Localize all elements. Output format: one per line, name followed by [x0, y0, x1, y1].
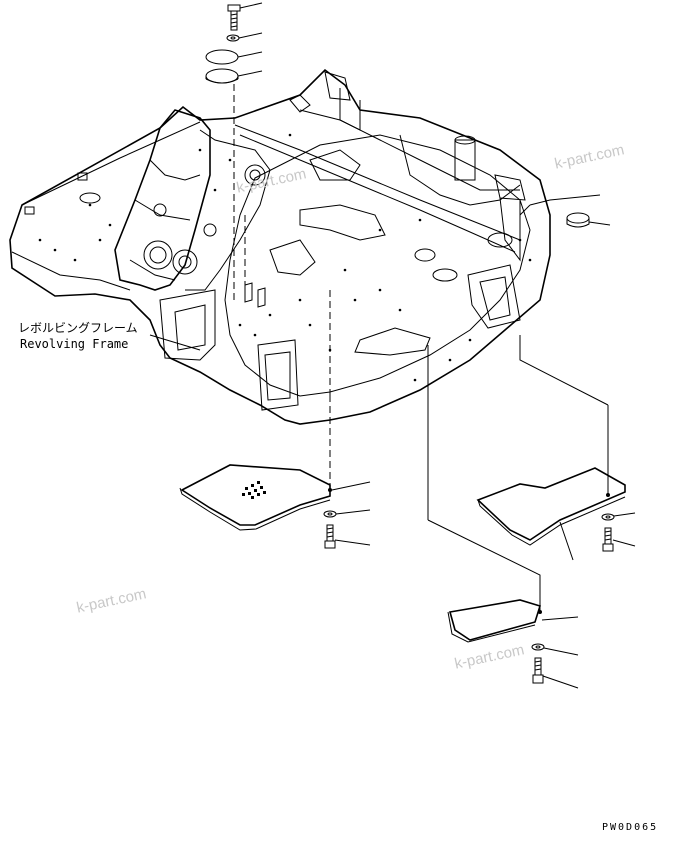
under-cover-right — [476, 335, 636, 561]
frame-label-japanese: レボルビングフレーム — [18, 321, 138, 335]
frame-label-english: Revolving Frame — [20, 337, 129, 351]
top-cover-assembly — [205, 2, 263, 300]
drawing-code: PW0D065 — [602, 822, 659, 833]
under-cover-center — [427, 345, 579, 689]
frame-label-leader — [149, 334, 201, 351]
plug-assembly — [519, 194, 611, 228]
under-cover-left — [179, 395, 371, 549]
revolving-frame — [9, 68, 551, 425]
